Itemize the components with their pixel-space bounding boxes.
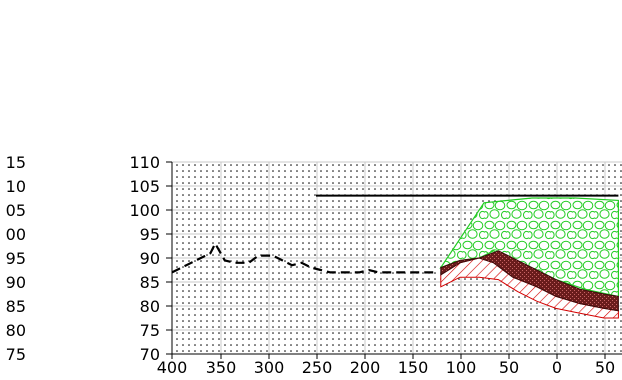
x-tick-label: 300	[254, 358, 285, 376]
x-tick-label: 50	[499, 358, 519, 376]
y-tick-label: 95	[140, 225, 160, 244]
left-y-tick-label: 90	[6, 273, 26, 292]
x-tick-label: 400	[157, 358, 188, 376]
left-y-tick-label: 00	[6, 225, 26, 244]
x-tick-label: 150	[398, 358, 429, 376]
partial-left-axis: 15 10 05 00 95 90 85 80 75	[6, 153, 26, 364]
y-tick-label: 90	[140, 249, 160, 268]
axes: 70 75 80 85 90 95 100 105 110 400 350 300 250 200 150 1…	[129, 153, 622, 377]
left-y-tick-label: 95	[6, 249, 26, 268]
left-y-tick-label: 75	[6, 345, 26, 364]
y-tick-label: 70	[140, 345, 160, 364]
dashed-series-line	[171, 241, 436, 274]
x-tick-label: 350	[206, 358, 237, 376]
left-y-tick-label: 80	[6, 321, 26, 340]
y-tick-label: 80	[140, 297, 160, 316]
left-y-tick-label: 10	[6, 177, 26, 196]
stippled-band	[440, 250, 619, 312]
y-tick-label: 85	[140, 273, 160, 292]
y-tick-label: 75	[140, 321, 160, 340]
y-tick-label: 105	[129, 177, 160, 196]
y-tick-label: 110	[129, 153, 160, 172]
x-tick-label: 50	[595, 358, 615, 376]
left-y-tick-label: 85	[6, 297, 26, 316]
left-y-tick-label: 15	[6, 153, 26, 172]
left-y-tick-label: 05	[6, 201, 26, 220]
x-tick-label: 250	[302, 358, 333, 376]
series-layer	[171, 194, 620, 319]
y-tick-label: 100	[129, 201, 160, 220]
x-tick-label: 100	[446, 358, 477, 376]
x-tick-label: 0	[552, 358, 562, 376]
x-tick-label: 200	[350, 358, 381, 376]
